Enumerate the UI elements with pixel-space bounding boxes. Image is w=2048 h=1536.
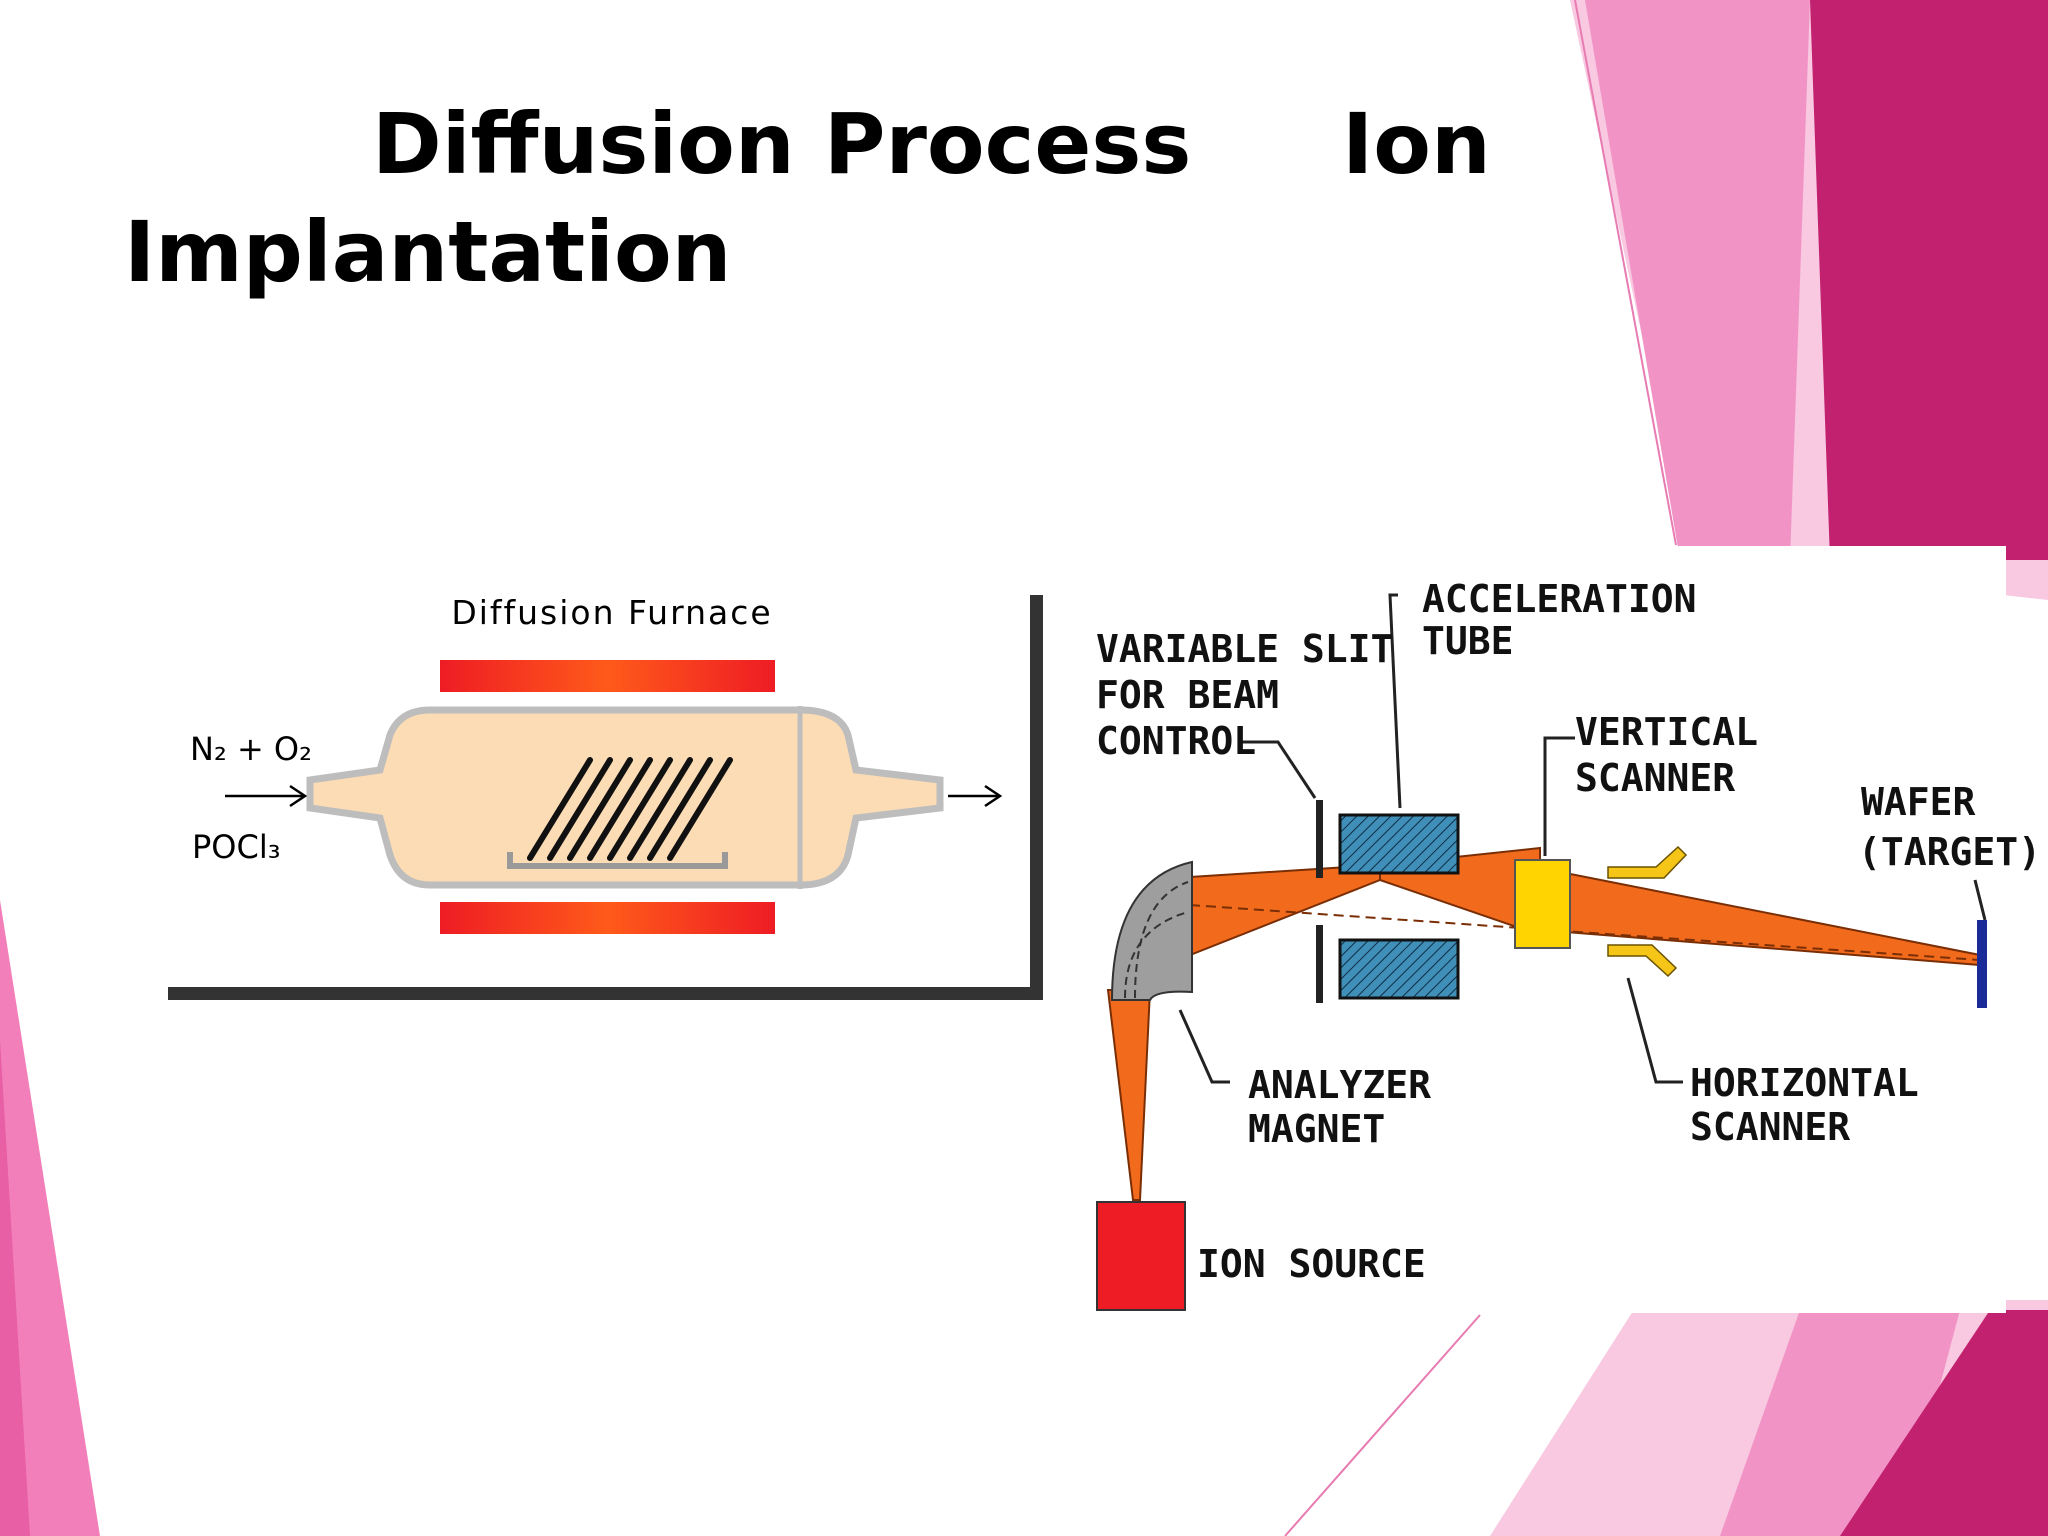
leader-lines bbox=[1178, 593, 1987, 1084]
label-acceleration: ACCELERATION bbox=[1422, 577, 1697, 621]
bg-shape-right-pink bbox=[1585, 0, 1810, 560]
wafer-target bbox=[1977, 920, 1987, 1008]
vertical-scanner bbox=[1514, 859, 1571, 949]
horizontal-scanner-upper bbox=[1607, 845, 1688, 879]
label-magnet: MAGNET bbox=[1248, 1107, 1385, 1151]
label-horizontal: HORIZONTAL bbox=[1690, 1061, 1919, 1105]
beam-right bbox=[1539, 866, 1981, 967]
acceleration-tube-upper bbox=[1338, 813, 1460, 875]
acceleration-tube-lower bbox=[1338, 938, 1460, 1000]
analyzer-magnet-path-2 bbox=[1124, 911, 1189, 999]
gas-inlet-arrow bbox=[225, 784, 308, 808]
label-target: (TARGET) bbox=[1858, 830, 2041, 874]
wafer-boat bbox=[507, 852, 728, 869]
label-control: CONTROL bbox=[1096, 719, 1256, 763]
title-diffusion-process: Diffusion Process bbox=[372, 95, 1192, 193]
title-implantation: Implantation bbox=[124, 203, 732, 301]
bg-shape-bottom-right-magenta bbox=[1840, 1310, 2048, 1536]
analyzer-magnet bbox=[1110, 860, 1193, 1001]
bg-shape-right-magenta bbox=[1810, 0, 2048, 560]
gas-in-label-pocl3: POCl₃ bbox=[192, 828, 281, 866]
ion-source-box bbox=[1096, 1201, 1186, 1311]
beam-centerline bbox=[1189, 904, 1981, 961]
label-tube: TUBE bbox=[1422, 619, 1514, 663]
slit-lower bbox=[1316, 925, 1323, 1003]
furnace-frame-right bbox=[1030, 595, 1043, 1000]
label-analyzer: ANALYZER bbox=[1248, 1063, 1431, 1107]
bg-shape-left-pink bbox=[0, 900, 100, 1536]
diffusion-furnace-diagram: Diffusion Furnace N₂ + O₂ POCl₃ bbox=[168, 593, 1043, 1000]
label-for-beam: FOR BEAM bbox=[1096, 673, 1279, 717]
label-wafer: WAFER bbox=[1861, 780, 1976, 824]
slit-upper bbox=[1316, 800, 1323, 878]
label-variable-slit: VARIABLE SLIT bbox=[1096, 627, 1393, 671]
ion-implantation-diagram: ION SOURCE ACCELERATION TUBE VARIABLE SL… bbox=[1096, 577, 2041, 1311]
heater-bottom bbox=[440, 902, 775, 934]
title-ion: Ion bbox=[1342, 95, 1491, 193]
beam-vertical bbox=[1106, 989, 1152, 1201]
label-scanner-h: SCANNER bbox=[1690, 1105, 1850, 1149]
furnace-frame-bottom bbox=[168, 987, 1043, 1000]
ion-source-label: ION SOURCE bbox=[1197, 1242, 1426, 1286]
horizontal-scanner-lower bbox=[1607, 944, 1678, 978]
furnace-label: Diffusion Furnace bbox=[451, 593, 772, 632]
wafers bbox=[527, 757, 733, 861]
label-vertical: VERTICAL bbox=[1575, 710, 1758, 754]
gas-outlet-arrow bbox=[948, 784, 1003, 808]
heater-top bbox=[440, 660, 775, 692]
analyzer-magnet-path-1 bbox=[1134, 881, 1189, 999]
bg-shape-left-edge bbox=[0, 1040, 30, 1536]
bg-line-bottom bbox=[1284, 1314, 1481, 1536]
gas-in-label-n2-o2: N₂ + O₂ bbox=[190, 730, 312, 768]
label-scanner-v: SCANNER bbox=[1575, 756, 1735, 800]
bg-line-right bbox=[1574, 0, 1677, 546]
